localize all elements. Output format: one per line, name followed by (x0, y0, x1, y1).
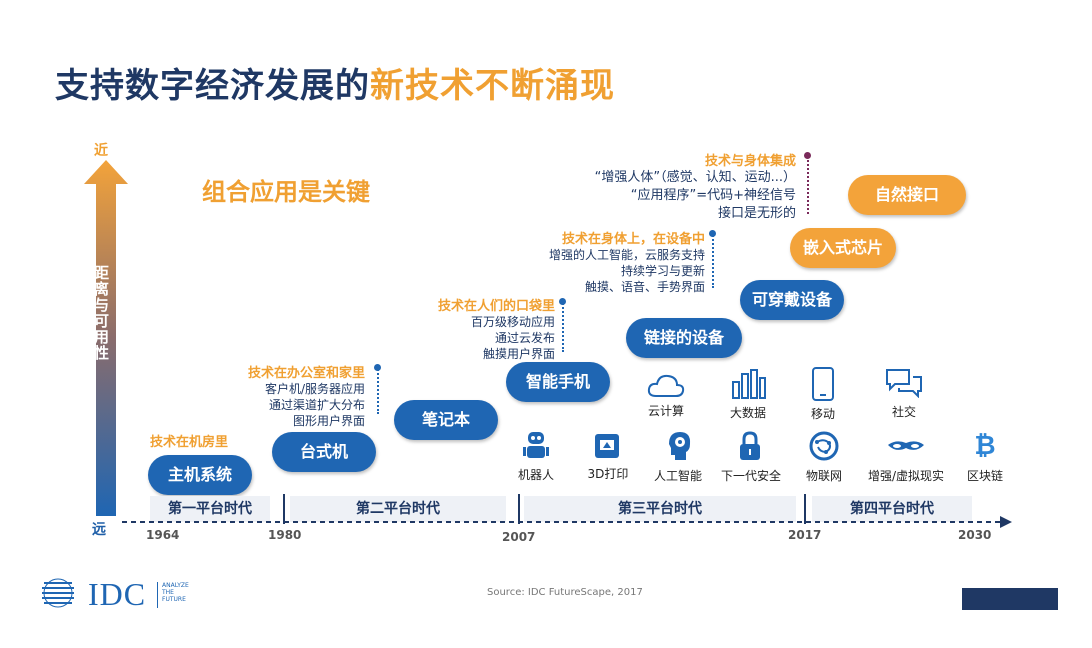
note2-line: 客户机/服务器应用 (264, 382, 365, 396)
era-first-platform: 第一平台时代 (150, 496, 270, 522)
vr-glasses-icon (886, 436, 926, 460)
note2-dot (374, 364, 381, 371)
era-third-platform: 第三平台时代 (524, 496, 796, 522)
note5-line: “增强人体”（感觉、认知、运动...） (594, 170, 796, 185)
corner-logo (962, 588, 1058, 610)
icon-label-bigdata: 大数据 (729, 406, 766, 420)
year-2007: 2007 (502, 530, 536, 544)
note4-line: 增强的人工智能，云服务支持 (548, 248, 705, 262)
icon-label-blockchain: 区块链 (966, 469, 1003, 483)
mobile-icon (808, 366, 838, 406)
note3-title: 技术在人们的口袋里 (437, 299, 555, 314)
idc-globe-icon (42, 578, 74, 608)
year-1980: 1980 (268, 528, 302, 542)
era-separator (804, 494, 806, 524)
pill-connected-devices: 链接的设备 (626, 318, 742, 358)
timeline-arrow (122, 516, 1012, 528)
pill-wearables: 可穿戴设备 (740, 280, 844, 320)
iot-globe-icon (808, 430, 840, 466)
era-second-platform: 第二平台时代 (290, 496, 506, 522)
ai-head-icon (664, 430, 694, 466)
pill-mainframe: 主机系统 (148, 455, 252, 495)
note4: 技术在身体上，在设备中 增强的人工智能，云服务支持 持续学习与更新 触摸、语音、… (500, 228, 705, 295)
icon-label-iot: 物联网 (805, 469, 842, 483)
icon-label-3dprint: 3D打印 (587, 467, 629, 481)
logo-divider (157, 582, 158, 608)
pill-smartphone: 智能手机 (506, 362, 610, 402)
year-2030: 2030 (958, 528, 992, 542)
icon-label-cloud: 云计算 (647, 404, 684, 418)
cloud-icon (640, 372, 692, 404)
bitcoin-icon: ₿ (974, 431, 996, 461)
idc-tagline: ANALYZE THE FUTURE (162, 582, 189, 603)
note4-title: 技术在身体上，在设备中 (561, 232, 705, 247)
note2-dotted-line (377, 366, 379, 414)
note4-line: 触摸、语音、手势界面 (584, 280, 705, 294)
note5-title: 技术与身体集成 (704, 154, 796, 169)
pill-laptop: 笔记本 (394, 400, 498, 440)
3d-printer-icon (592, 432, 622, 464)
note3: 技术在人们的口袋里 百万级移动应用 通过云发布 触摸用户界面 (380, 295, 555, 362)
bar-chart-icon (724, 368, 772, 404)
pill-desktop: 台式机 (272, 432, 376, 472)
note2-title: 技术在办公室和家里 (247, 366, 365, 381)
tagline-line: THE (162, 589, 174, 596)
year-2017: 2017 (788, 528, 822, 542)
note5: 技术与身体集成 “增强人体”（感觉、认知、运动...） “应用程序”=代码+神经… (560, 150, 796, 223)
note5-dotted-line (807, 156, 809, 214)
note3-line: 百万级移动应用 (470, 315, 555, 329)
page-title: 支持数字经济发展的新技术不断涌现 (55, 58, 615, 107)
title-highlight: 新技术不断涌现 (370, 66, 615, 106)
note4-dotted-line (712, 232, 714, 288)
note3-dotted-line (562, 300, 564, 352)
axis-label: 距离与可用性 (92, 265, 110, 361)
pill-embedded-chip: 嵌入式芯片 (790, 228, 896, 268)
title-main: 支持数字经济发展的 (55, 66, 370, 106)
chat-icon (884, 368, 924, 402)
pill-natural-interface: 自然接口 (848, 175, 966, 215)
icon-label-ai: 人工智能 (653, 469, 702, 483)
note5-line: 接口是无形的 (717, 206, 796, 221)
icon-label-mobile: 移动 (810, 407, 835, 421)
icon-label-social: 社交 (891, 405, 916, 419)
idc-logo-text: IDC (88, 576, 147, 612)
note2-line: 通过渠道扩大分布 (268, 398, 365, 412)
year-1964: 1964 (146, 528, 180, 542)
note3-line: 触摸用户界面 (482, 347, 555, 361)
lock-icon (737, 430, 763, 466)
source-note: Source: IDC FutureScape, 2017 (487, 587, 643, 598)
note5-dot (804, 152, 811, 159)
era-separator (518, 494, 520, 524)
note3-dot (559, 298, 566, 305)
note1-title: 技术在机房里 (150, 435, 229, 450)
robot-icon (520, 430, 552, 466)
subtitle: 组合应用是关键 (202, 178, 370, 206)
icon-label-vr: 增强/虚拟现实 (867, 469, 945, 483)
note4-line: 持续学习与更新 (620, 264, 705, 278)
icon-label-robot: 机器人 (517, 468, 554, 482)
note3-line: 通过云发布 (494, 331, 555, 345)
tagline-line: FUTURE (162, 596, 186, 603)
vertical-axis-arrow (84, 160, 128, 516)
note2-line: 图形用户界面 (292, 414, 365, 428)
era-separator (283, 494, 285, 524)
note4-dot (709, 230, 716, 237)
axis-near-label: 近 (94, 143, 108, 159)
axis-far-label: 远 (92, 522, 106, 538)
note5-line: “应用程序”=代码+神经信号 (630, 188, 796, 203)
era-fourth-platform: 第四平台时代 (812, 496, 972, 522)
note2: 技术在办公室和家里 客户机/服务器应用 通过渠道扩大分布 图形用户界面 (190, 362, 365, 429)
icon-label-security: 下一代安全 (720, 469, 781, 483)
tagline-line: ANALYZE (162, 582, 189, 589)
